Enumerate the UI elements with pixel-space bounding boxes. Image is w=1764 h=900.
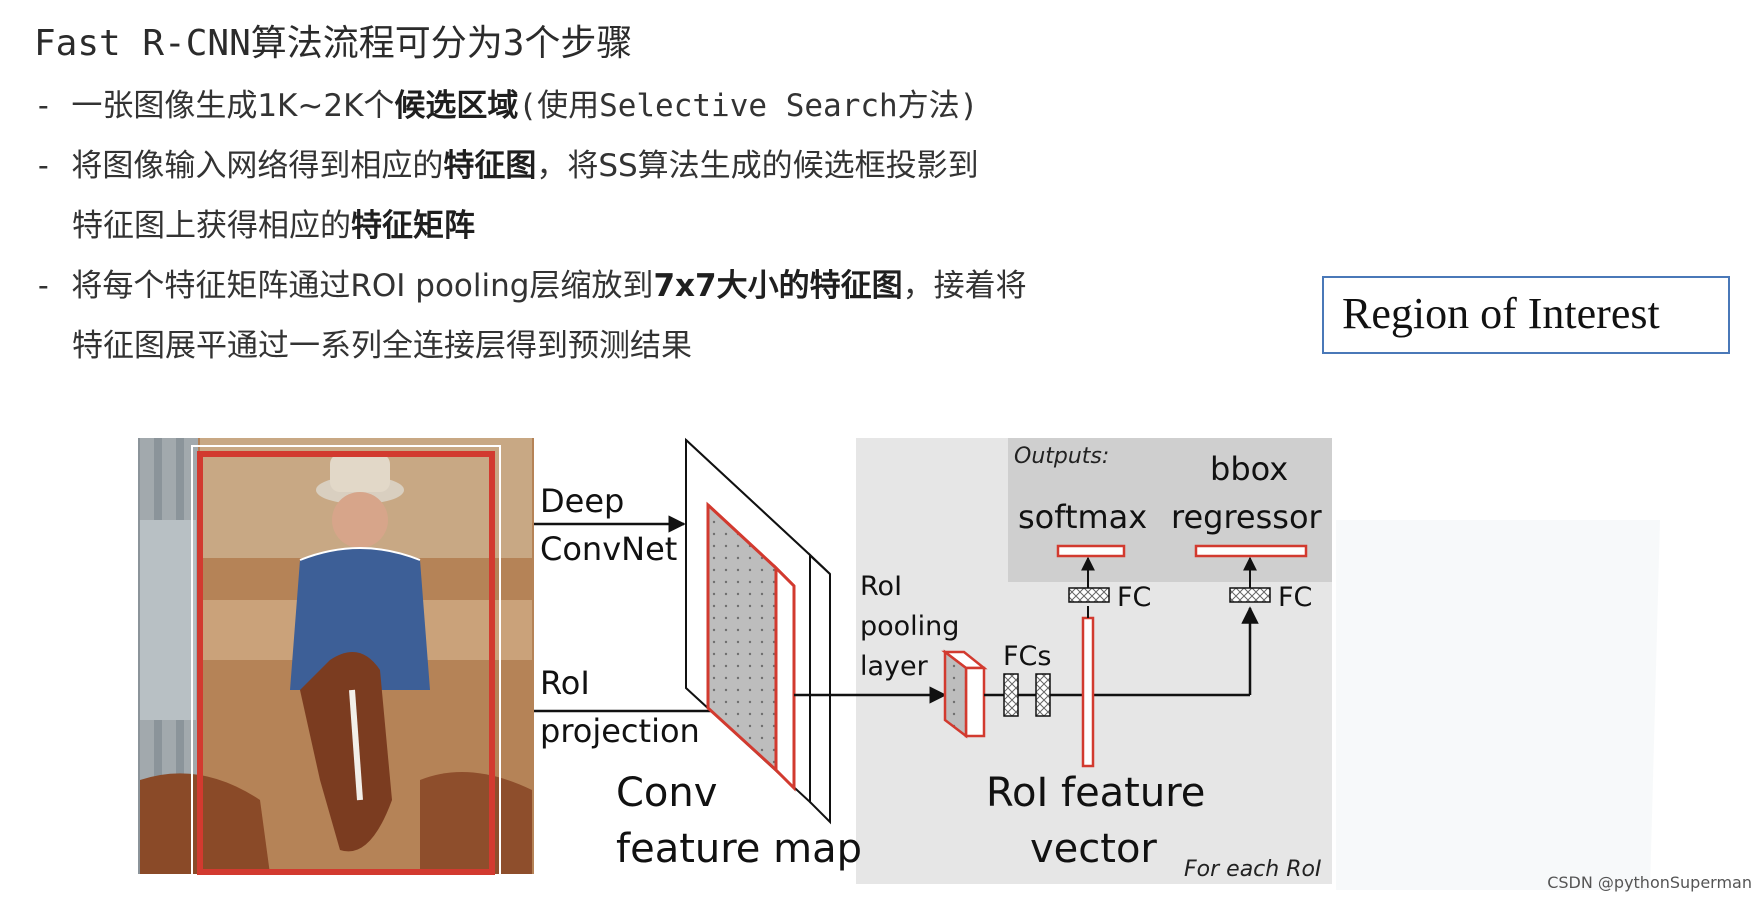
roi-feature-label: RoI feature [986,770,1205,816]
fc-left-box [1068,587,1110,603]
roi-pooling-label-1: RoI [860,571,902,602]
candidate-region-box [197,451,495,875]
for-each-roi-label: For each RoI [1184,857,1321,882]
roi-feature-vector [1081,616,1095,768]
outputs-panel [1008,438,1332,582]
input-image [138,438,534,874]
fc-right-label: FC [1278,582,1312,613]
convnet-label: ConvNet [540,530,677,568]
conv-feature-map-side [809,552,831,825]
bbox-label: bbox [1210,450,1288,488]
roi-pooling-cube [943,649,968,739]
projected-feature-matrix [706,501,778,774]
bullet-2: - 将图像输入网络得到相应的特征图，将SS算法生成的候选框投影到 [34,148,979,184]
softmax-output [1056,544,1126,558]
watermark: CSDN @pythonSuperman [1547,873,1752,892]
fc-layer-2 [1035,673,1051,717]
deep-label: Deep [540,482,624,520]
roi-pooling-label-3: layer [860,651,929,682]
roi-label: RoI [540,664,590,702]
bullet-2-continued: 特征图上获得相应的特征矩阵 [72,208,475,244]
fcs-label: FCs [1003,641,1051,672]
fc-right-box [1229,587,1271,603]
regressor-label: regressor [1171,498,1323,536]
bullet-3-continued: 特征图展平通过一系列全连接层得到预测结果 [72,328,692,364]
bbox-regressor-output [1194,544,1308,558]
region-of-interest-label: Region of Interest [1342,289,1660,338]
conv-label: Conv [616,770,717,816]
softmax-label: softmax [1018,498,1147,536]
fc-layer-1 [1003,673,1019,717]
region-of-interest-box: Region of Interest [1322,276,1730,354]
roi-pooling-label-2: pooling [860,611,959,642]
vector-label: vector [1030,826,1157,872]
feature-map-label: feature map [616,826,862,872]
page-title: Fast R-CNN算法流程可分为3个步骤 [34,23,633,64]
fc-left-label: FC [1117,582,1151,613]
projection-label: projection [540,712,700,750]
bullet-3: - 将每个特征矩阵通过ROI pooling层缩放到7x7大小的特征图，接着将 [34,268,1027,304]
bullet-1: - 一张图像生成1K~2K个候选区域(使用Selective Search方法) [34,88,979,124]
background-shape [1336,520,1660,890]
outputs-label: Outputs: [1014,444,1109,469]
